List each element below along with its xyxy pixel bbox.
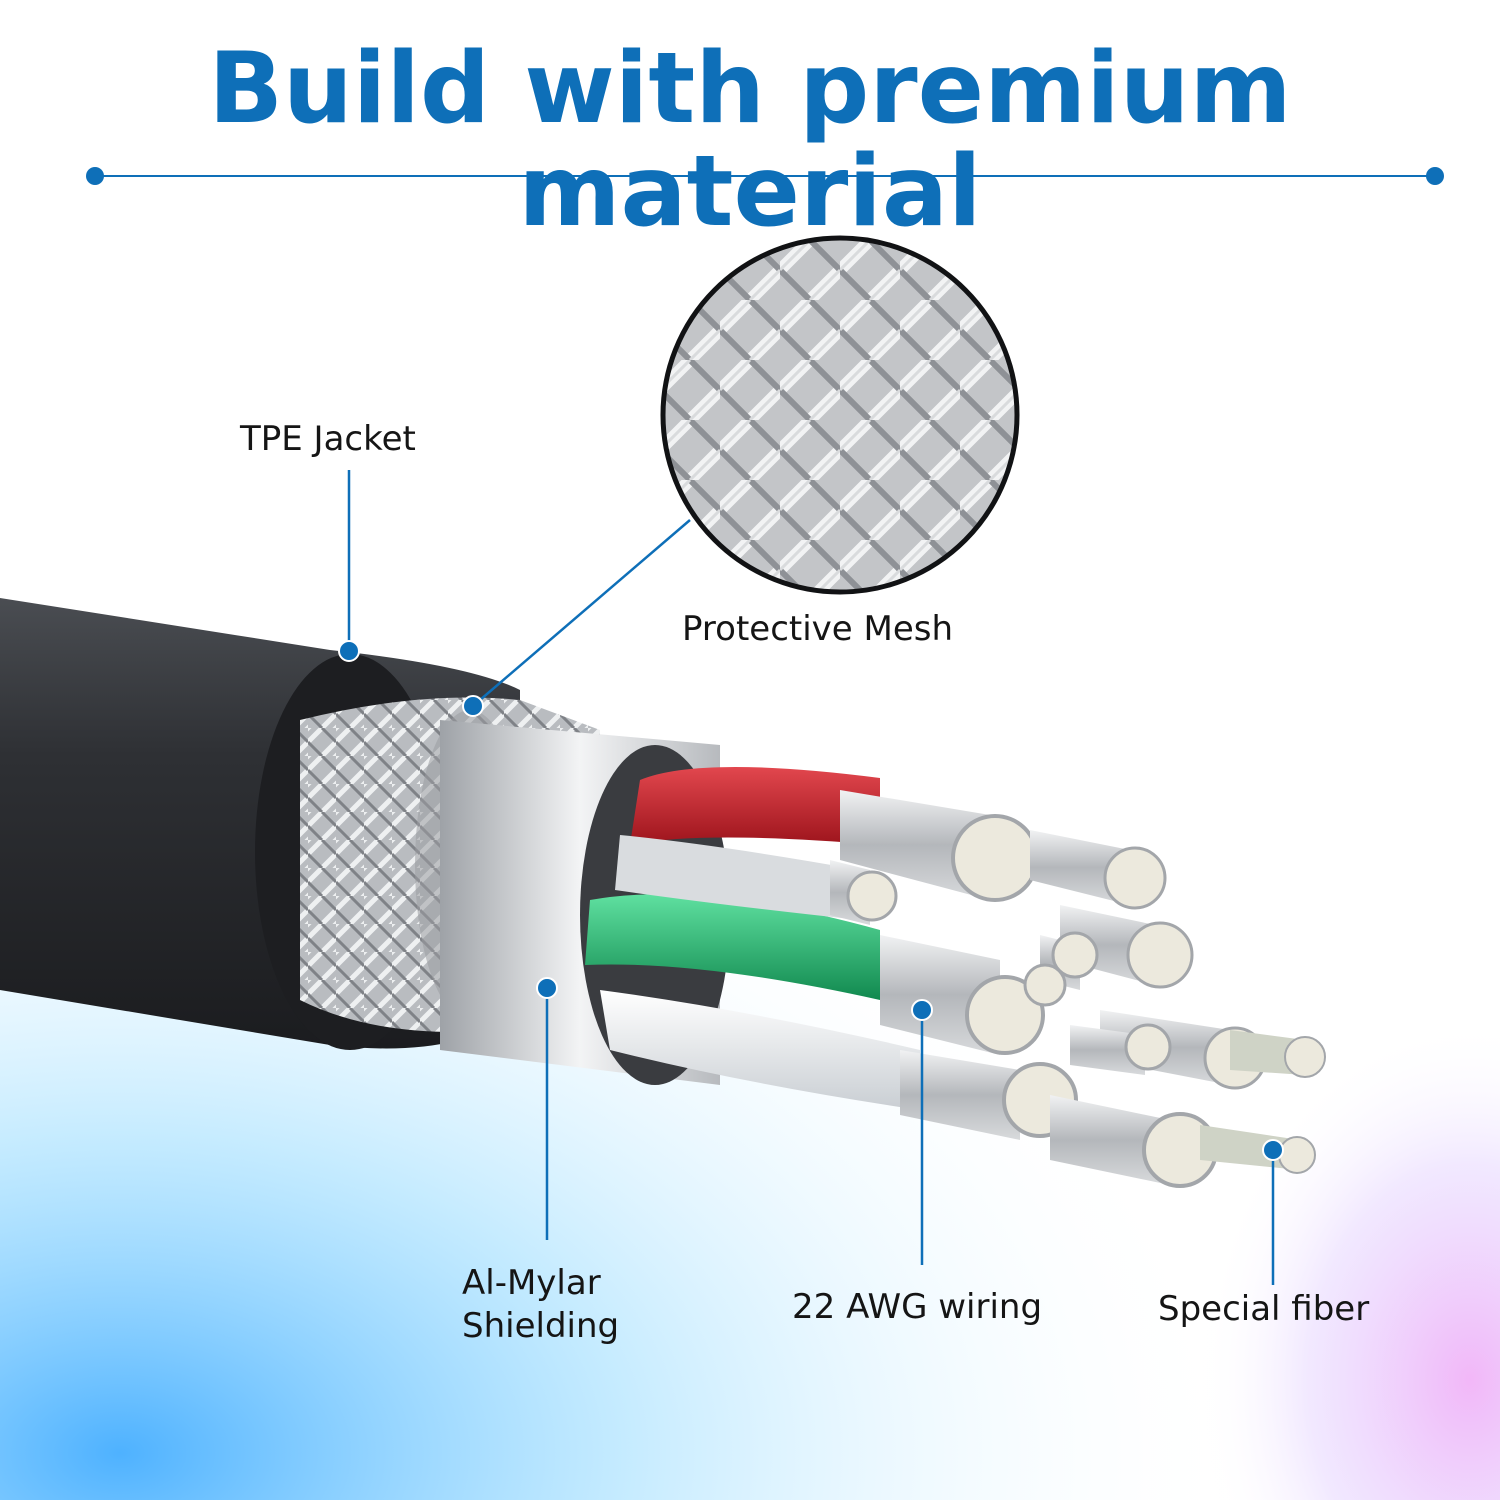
label-al-mylar-line2: Shielding: [462, 1305, 620, 1346]
label-al-mylar-line1: Al-Mylar: [462, 1263, 601, 1303]
title-underline-dot-right: [1426, 167, 1444, 185]
label-special-fiber: Special fiber: [1158, 1289, 1370, 1329]
leader-dots: [338, 640, 1284, 1161]
label-protective-mesh: Protective Mesh: [682, 609, 954, 649]
title-underline: [86, 167, 1444, 185]
leader-lines: [347, 470, 1275, 1285]
label-al-mylar: Al-Mylar Shielding: [462, 1262, 619, 1347]
label-tpe-jacket: TPE Jacket: [240, 419, 416, 459]
wire-red-insulation: [630, 766, 880, 845]
mesh-zoom-circle: [660, 235, 1020, 595]
label-awg-wiring: 22 AWG wiring: [792, 1287, 1043, 1327]
title-underline-dot-left: [86, 167, 104, 185]
page-title: Build with premium material: [208, 32, 1292, 249]
bare-conductors: [830, 790, 1326, 1188]
title-underline-line: [96, 175, 1434, 177]
wire-white-insulation: [600, 990, 920, 1110]
wire-green-insulation: [585, 894, 880, 1000]
wire-white-insulation-2: [615, 835, 860, 920]
